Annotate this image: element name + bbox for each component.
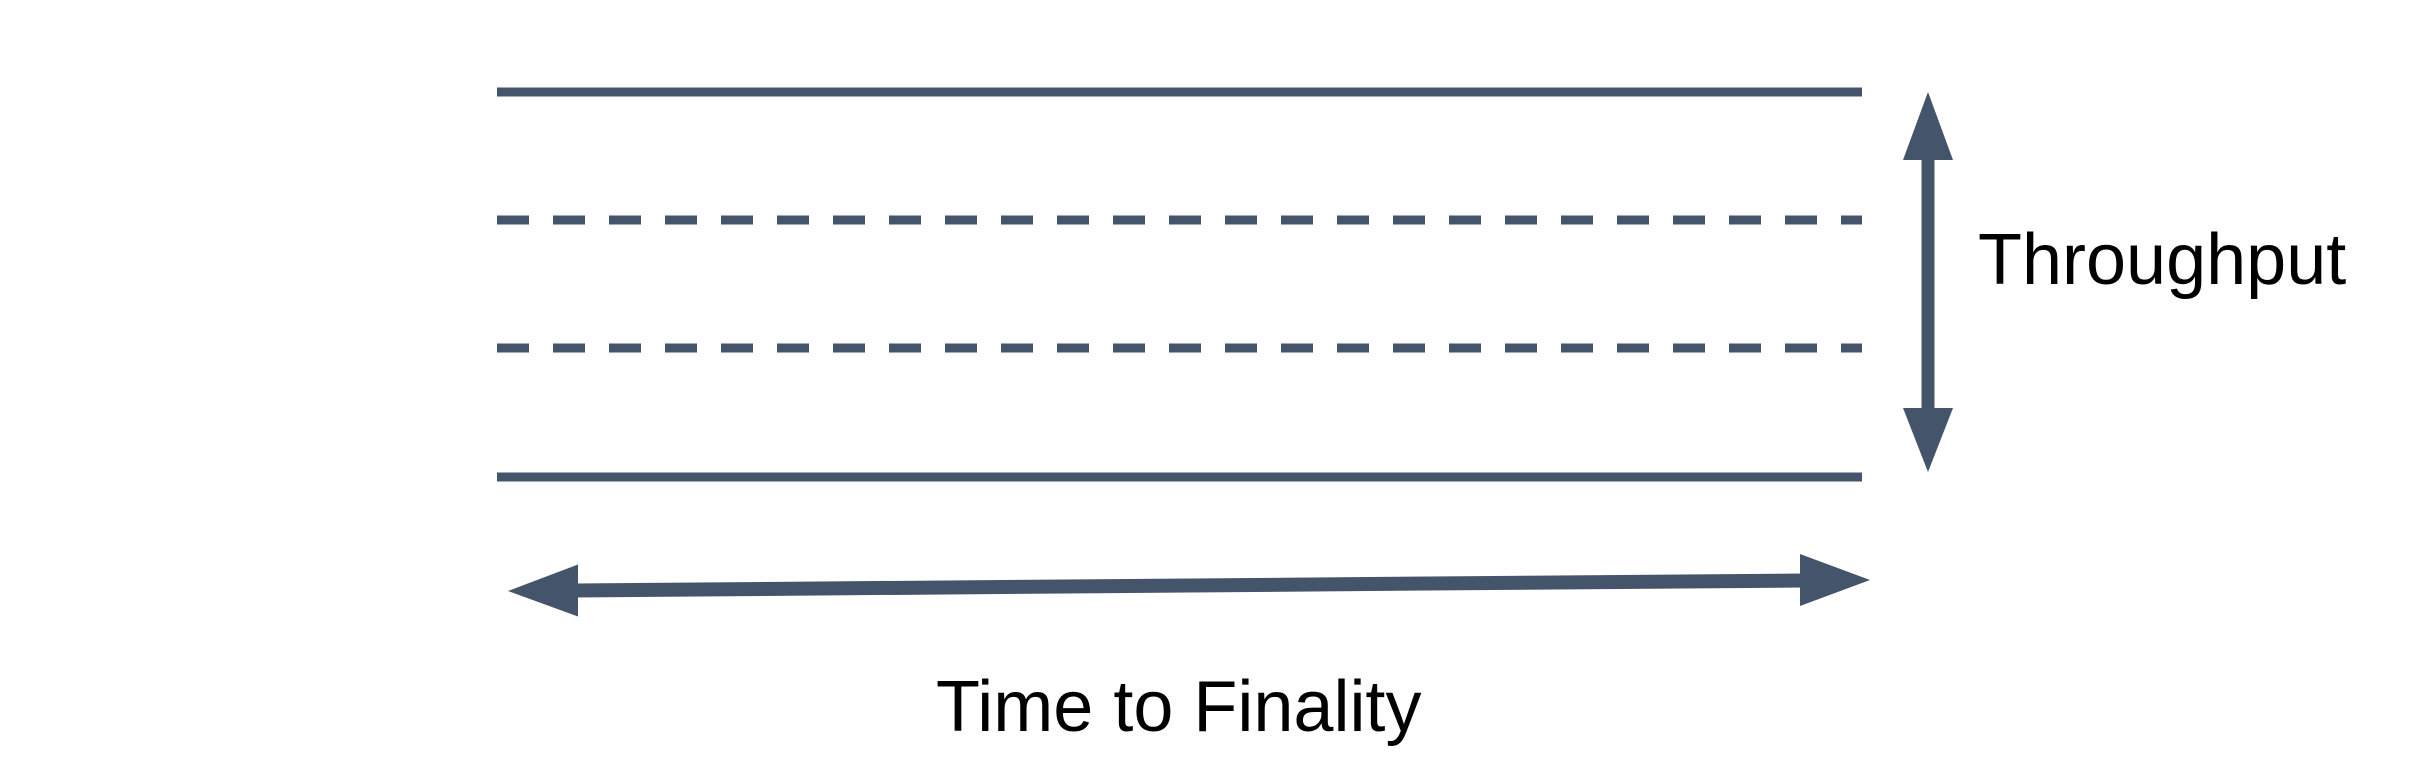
time-to-finality-double-arrow [508,554,1870,617]
time-to-finality-label: Time to Finality [936,667,1422,747]
throughput-arrow-head-up-icon [1903,92,1953,160]
time-to-finality-arrow-head-left-icon [508,564,578,617]
time-to-finality-arrow-head-right-icon [1800,554,1870,606]
throughput-label: Throughput [1978,220,2347,300]
throughput-double-arrow [1903,92,1953,472]
time-to-finality-arrow-shaft [573,573,1805,598]
throughput-arrow-head-down-icon [1903,408,1953,472]
